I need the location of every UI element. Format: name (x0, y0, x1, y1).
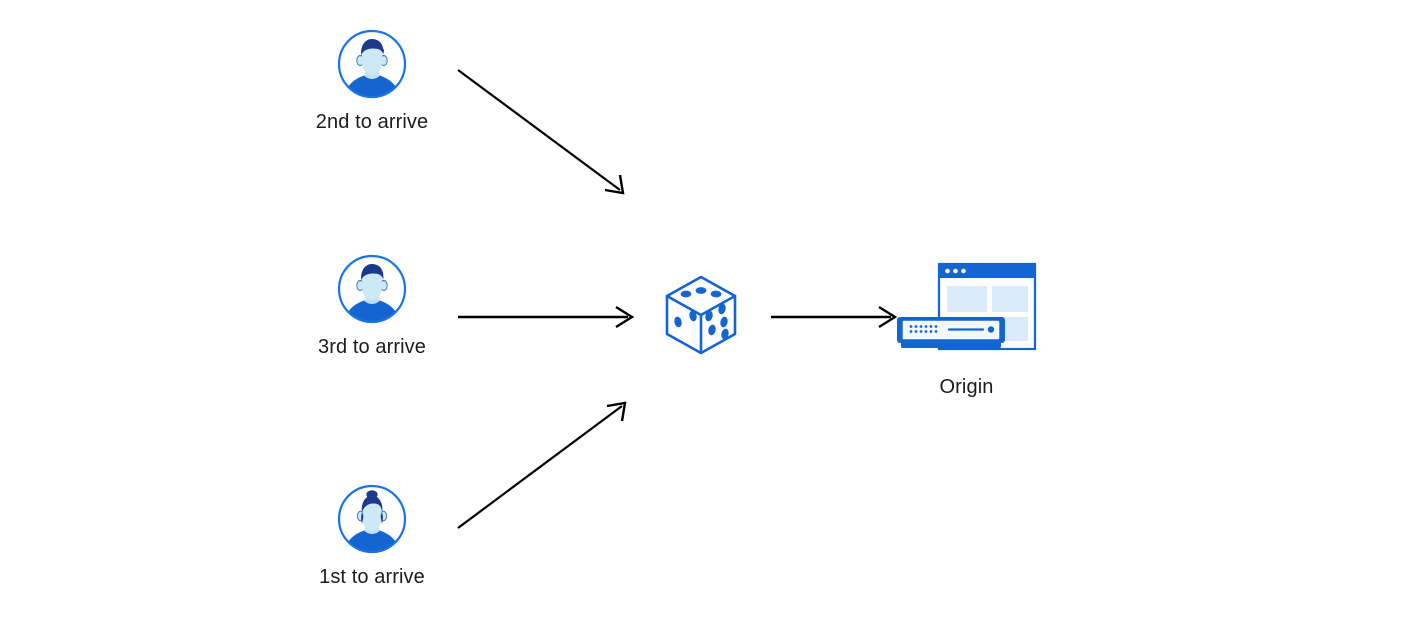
dice-pips-top (680, 287, 722, 298)
node-randomizer[interactable] (656, 270, 746, 360)
node-origin[interactable]: Origin (884, 255, 1049, 399)
origin-server-icon (892, 255, 1042, 367)
arrow-1st-to-dice (457, 401, 627, 529)
dice-pips-left (674, 310, 697, 328)
node-label-client-2nd: 2nd to arrive (315, 111, 429, 133)
user-avatar-female-icon (336, 483, 408, 555)
node-client-2nd[interactable]: 2nd to arrive (282, 28, 462, 134)
node-label-client-1st: 1st to arrive (319, 566, 425, 588)
user-avatar-male-icon (336, 253, 408, 325)
node-client-1st[interactable]: 1st to arrive (282, 483, 462, 589)
node-label-origin: Origin (939, 376, 994, 398)
arrow-3rd-to-dice (458, 305, 635, 329)
server-device-icon (896, 317, 1005, 348)
node-client-3rd[interactable]: 3rd to arrive (282, 253, 462, 359)
dice-pips-right (705, 303, 729, 340)
arrow-dice-to-origin (771, 305, 898, 329)
user-avatar-male-icon (336, 28, 408, 100)
dice-icon (656, 270, 746, 360)
node-label-client-3rd: 3rd to arrive (317, 336, 426, 358)
arrow-2nd-to-dice (457, 69, 625, 195)
